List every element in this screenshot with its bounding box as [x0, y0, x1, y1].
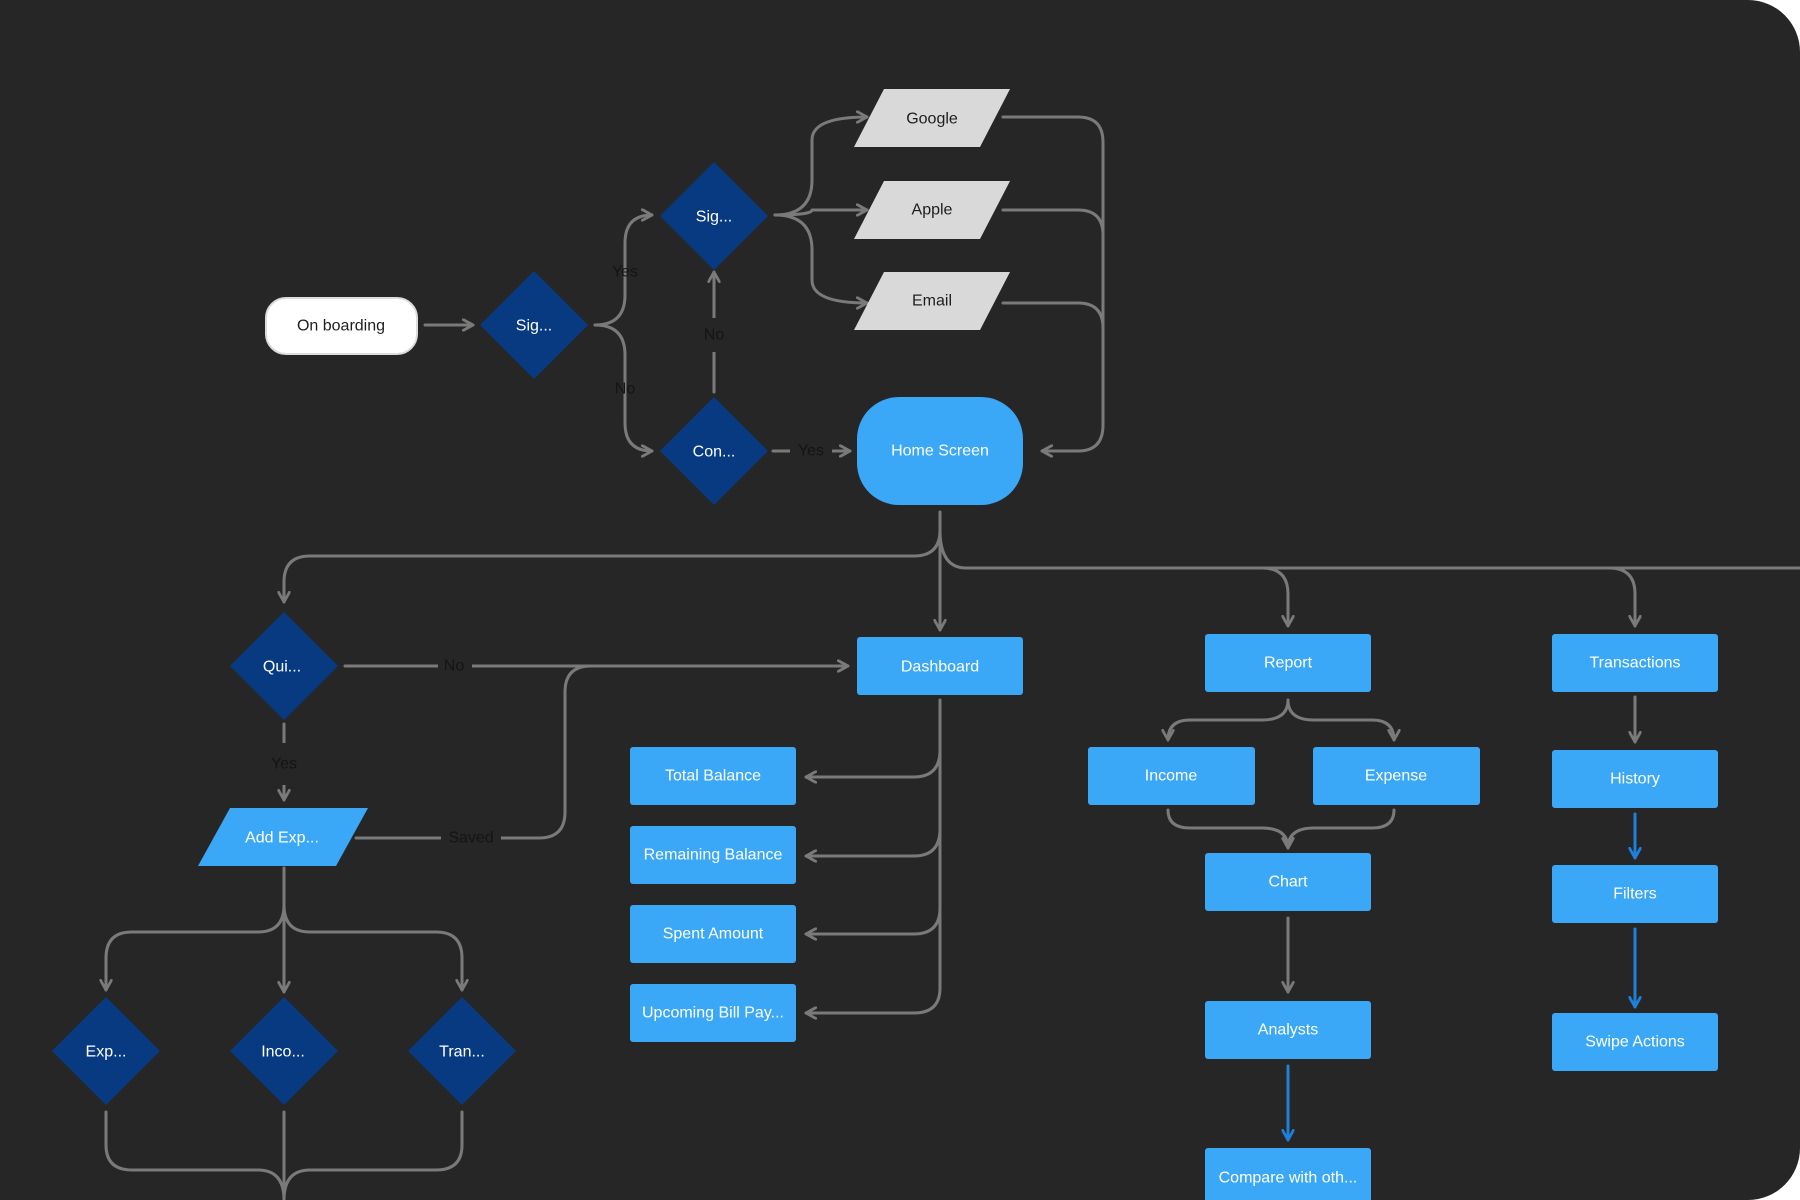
edge-home-qui: [284, 528, 942, 604]
node-report[interactable]: Report: [1205, 634, 1371, 692]
edge-label-no-sig: No: [615, 381, 636, 398]
edge-expense-chart: [1286, 808, 1396, 850]
edge-label-no-qui: No: [444, 658, 465, 675]
node-con-label: Con...: [693, 444, 736, 461]
connectors: [106, 117, 1800, 1200]
node-home-screen-label: Home Screen: [891, 443, 989, 460]
node-sig2[interactable]: Sig...: [660, 162, 768, 270]
node-compare[interactable]: Compare with oth...: [1205, 1148, 1371, 1200]
edge-exp-merge: [104, 1110, 286, 1200]
edge-dashboard-bus: [804, 698, 942, 1013]
node-tran-label: Tran...: [439, 1044, 485, 1061]
node-income[interactable]: Income: [1088, 747, 1255, 805]
node-filters[interactable]: Filters: [1552, 865, 1718, 923]
node-google[interactable]: Google: [854, 89, 1010, 147]
node-sig2-label: Sig...: [696, 209, 732, 226]
node-total-balance[interactable]: Total Balance: [630, 747, 796, 805]
node-google-label: Google: [906, 111, 958, 128]
node-inco-label: Inco...: [261, 1044, 305, 1061]
node-dashboard[interactable]: Dashboard: [857, 637, 1023, 695]
node-home-screen[interactable]: Home Screen: [857, 397, 1023, 505]
node-filters-label: Filters: [1613, 886, 1657, 903]
node-upcoming-bill-label: Upcoming Bill Pay...: [642, 1005, 784, 1022]
edge-email-home: [1001, 301, 1105, 330]
node-email-label: Email: [912, 293, 952, 310]
edge-sig1-sig2: [593, 215, 654, 327]
node-dashboard-label: Dashboard: [901, 659, 979, 676]
node-onboarding-label: On boarding: [297, 318, 385, 335]
edge-dashboard-remaining: [804, 827, 942, 856]
edge-right-report: [1260, 566, 1288, 628]
node-transactions[interactable]: Transactions: [1552, 634, 1718, 692]
node-swipe-actions[interactable]: Swipe Actions: [1552, 1013, 1718, 1071]
node-remaining-balance[interactable]: Remaining Balance: [630, 826, 796, 884]
accent-connectors: [1288, 812, 1635, 1142]
edge-dashboard-spent: [804, 906, 942, 934]
node-inco[interactable]: Inco...: [230, 997, 338, 1105]
edge-report-expense: [1286, 698, 1394, 742]
node-history[interactable]: History: [1552, 750, 1718, 808]
node-total-balance-label: Total Balance: [665, 768, 761, 785]
edge-addexp-tran: [282, 903, 462, 992]
edge-label-yes-con: Yes: [798, 443, 824, 460]
node-analysts-label: Analysts: [1258, 1022, 1318, 1039]
node-sig1-label: Sig...: [516, 318, 552, 335]
edge-addexp-dashboard: [354, 664, 602, 840]
node-exp-label: Exp...: [86, 1044, 127, 1061]
node-history-label: History: [1610, 771, 1660, 788]
node-spent-amount-label: Spent Amount: [663, 926, 764, 943]
node-add-exp[interactable]: Add Exp...: [198, 808, 368, 866]
edge-label-yes-qui: Yes: [271, 756, 297, 773]
edge-report-income: [1168, 698, 1290, 742]
edge-label-yes-sig: Yes: [612, 264, 638, 281]
node-chart[interactable]: Chart: [1205, 853, 1371, 911]
node-email[interactable]: Email: [854, 272, 1010, 330]
edge-label-saved: Saved: [448, 830, 493, 847]
edge-sig2-email: [773, 213, 869, 303]
node-add-exp-label: Add Exp...: [245, 830, 319, 847]
node-spent-amount[interactable]: Spent Amount: [630, 905, 796, 963]
node-apple[interactable]: Apple: [854, 181, 1010, 239]
edge-label-no-con: No: [704, 327, 725, 344]
node-exp[interactable]: Exp...: [52, 997, 160, 1105]
node-compare-label: Compare with oth...: [1219, 1170, 1358, 1187]
edge-dashboard-total: [804, 748, 942, 777]
node-swipe-actions-label: Swipe Actions: [1585, 1034, 1685, 1051]
edge-labels: Yes No No Yes No Yes Saved: [266, 264, 832, 849]
edge-sig2-google: [773, 117, 869, 217]
edge-addexp-exp: [106, 903, 286, 992]
node-report-label: Report: [1264, 655, 1313, 672]
node-expense[interactable]: Expense: [1313, 747, 1480, 805]
edge-google-home: [1001, 115, 1105, 451]
node-remaining-balance-label: Remaining Balance: [644, 847, 783, 864]
node-chart-label: Chart: [1268, 874, 1308, 891]
edge-right-transactions: [1607, 566, 1635, 628]
node-con[interactable]: Con...: [660, 397, 768, 505]
edge-sig1-con: [593, 323, 654, 451]
node-expense-label: Expense: [1365, 768, 1427, 785]
node-apple-label: Apple: [912, 202, 953, 219]
edge-income-chart: [1166, 808, 1288, 850]
node-qui[interactable]: Qui...: [230, 612, 338, 720]
node-income-label: Income: [1145, 768, 1198, 785]
edge-home-right: [938, 528, 1800, 570]
edge-apple-home: [1001, 208, 1105, 237]
node-sig1[interactable]: Sig...: [480, 271, 588, 379]
node-upcoming-bill[interactable]: Upcoming Bill Pay...: [630, 984, 796, 1042]
node-tran[interactable]: Tran...: [408, 997, 516, 1105]
node-analysts[interactable]: Analysts: [1205, 1001, 1371, 1059]
node-onboarding[interactable]: On boarding: [265, 297, 418, 355]
node-qui-label: Qui...: [263, 659, 301, 676]
node-transactions-label: Transactions: [1590, 655, 1681, 672]
edge-tran-merge: [282, 1110, 464, 1200]
